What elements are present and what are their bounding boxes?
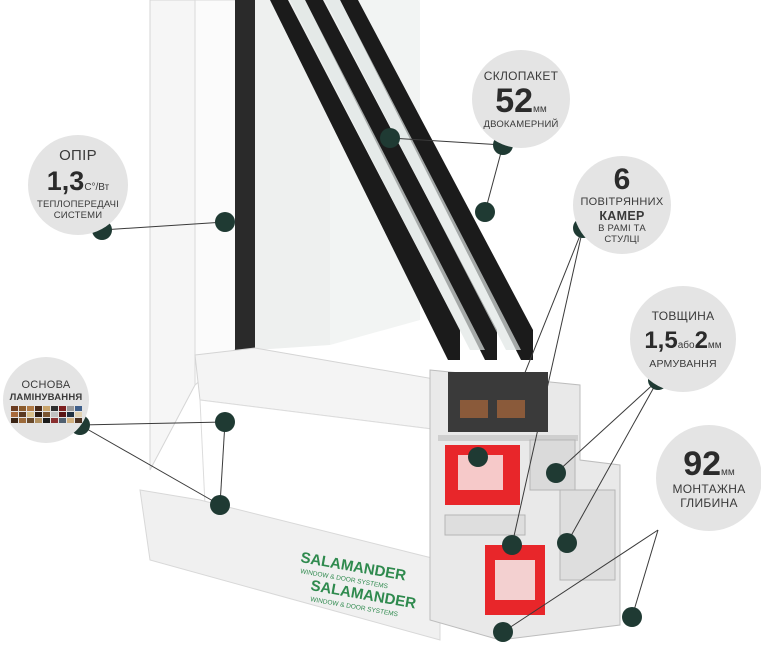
chambers-line4: СТУЛЦІ xyxy=(604,234,640,245)
lamination-line1: ОСНОВА xyxy=(21,378,71,391)
dot xyxy=(210,495,230,515)
dot xyxy=(493,622,513,642)
chambers-line2: КАМЕР xyxy=(599,209,645,223)
depth-line2: ГЛИБИНА xyxy=(680,496,738,510)
laminate-swatch xyxy=(18,411,26,417)
laminate-swatch xyxy=(42,417,50,423)
laminate-swatch xyxy=(74,417,82,423)
reinforcement-note: АРМУВАННЯ xyxy=(649,357,717,370)
reinforcement-caption: ТОВЩИНА xyxy=(651,308,715,323)
laminate-swatch xyxy=(26,405,34,411)
resistance-callout: ОПІР 1,3 С°/Вт ТЕПЛОПЕРЕДАЧІ СИСТЕМИ xyxy=(28,135,128,235)
resistance-value: 1,3 xyxy=(46,166,85,196)
resistance-unit: С°/Вт xyxy=(84,182,110,193)
dot xyxy=(557,533,577,553)
glass-panes xyxy=(270,0,533,360)
dot xyxy=(215,412,235,432)
chambers-line1: ПОВІТРЯННИХ xyxy=(580,196,664,208)
glazing-callout: СКЛОПАКЕТ 52 мм ДВОКАМЕРНИЙ xyxy=(472,50,570,148)
laminate-swatch xyxy=(10,411,18,417)
laminate-swatch xyxy=(10,405,18,411)
laminate-swatch xyxy=(34,411,42,417)
resistance-note-line1: ТЕПЛОПЕРЕДАЧІ xyxy=(36,199,120,210)
resistance-caption: ОПІР xyxy=(59,147,97,164)
laminate-swatch xyxy=(50,411,58,417)
glazing-caption: СКЛОПАКЕТ xyxy=(483,68,559,83)
dot xyxy=(622,607,642,627)
reinforcement-callout: ТОВЩИНА 1,5 або 2 мм АРМУВАННЯ xyxy=(630,286,736,392)
laminate-swatch xyxy=(10,417,18,423)
laminate-swatch xyxy=(26,417,34,423)
laminate-swatch xyxy=(50,417,58,423)
glazing-value: 52 xyxy=(495,81,534,120)
depth-line1: МОНТАЖНА xyxy=(672,482,746,496)
depth-unit: мм xyxy=(721,467,735,478)
reinforcement-unit: мм xyxy=(707,339,722,351)
laminate-swatch-grid xyxy=(10,405,82,423)
laminate-swatch xyxy=(42,405,50,411)
laminate-swatch xyxy=(58,411,66,417)
dot xyxy=(380,128,400,148)
dot xyxy=(502,535,522,555)
laminate-swatch xyxy=(66,411,74,417)
laminate-swatch xyxy=(42,411,50,417)
laminate-swatch xyxy=(74,405,82,411)
laminate-swatch xyxy=(34,405,42,411)
laminate-swatch xyxy=(58,405,66,411)
laminate-swatch xyxy=(50,405,58,411)
lamination-line2: ЛАМІНУВАННЯ xyxy=(9,391,83,403)
chambers-value: 6 xyxy=(613,163,631,196)
glazing-unit: мм xyxy=(533,103,547,115)
dot xyxy=(546,463,566,483)
resistance-note-line2: СИСТЕМИ xyxy=(53,210,103,221)
air-chambers-callout: 6 ПОВІТРЯННИХ КАМЕР В РАМІ ТА СТУЛЦІ xyxy=(573,156,671,254)
glazing-note: ДВОКАМЕРНИЙ xyxy=(483,118,559,130)
depth-value: 92 xyxy=(683,445,722,483)
laminate-swatch xyxy=(58,417,66,423)
chambers-line3: В РАМІ ТА xyxy=(598,223,646,234)
laminate-swatch xyxy=(18,417,26,423)
laminate-swatch xyxy=(74,411,82,417)
sash-profile xyxy=(139,347,621,641)
reinforcement-value2: 2 xyxy=(694,326,708,354)
dot xyxy=(215,212,235,232)
callout-lines xyxy=(79,137,659,633)
laminate-swatch xyxy=(66,405,74,411)
laminate-swatch xyxy=(26,411,34,417)
mounting-depth-callout: 92 мм МОНТАЖНА ГЛИБИНА xyxy=(656,425,761,531)
laminate-swatch xyxy=(34,417,42,423)
dot xyxy=(475,202,495,222)
reinforcement-value1: 1,5 xyxy=(644,326,678,354)
reinforcement-connector: або xyxy=(677,339,695,351)
dot xyxy=(468,447,488,467)
lamination-callout: ОСНОВА ЛАМІНУВАННЯ xyxy=(3,357,89,443)
laminate-swatch xyxy=(66,417,74,423)
laminate-swatch xyxy=(18,405,26,411)
